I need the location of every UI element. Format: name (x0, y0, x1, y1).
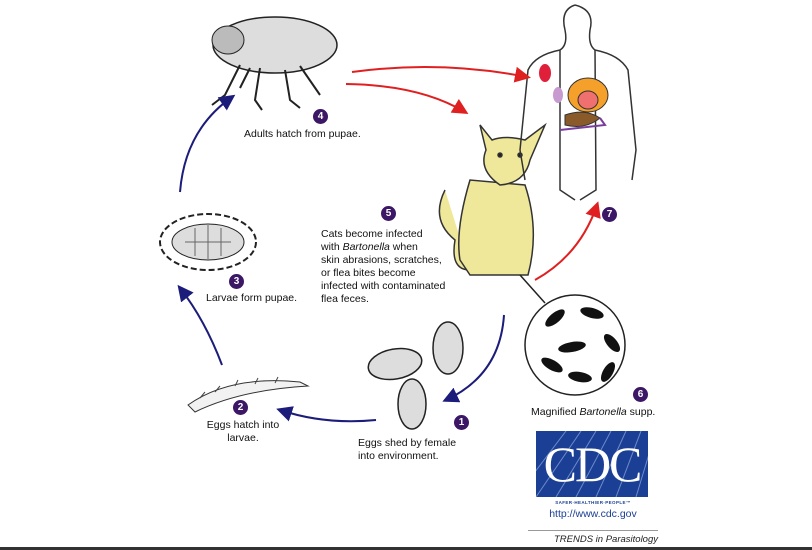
cdc-url-link[interactable]: http://www.cdc.gov (549, 508, 637, 520)
blue-lifecycle-arrows (177, 94, 505, 423)
step-5-with: with (321, 241, 343, 253)
step-badge-3: 3 (229, 274, 244, 289)
step-5-line-4: or flea bites become (321, 267, 416, 279)
adult-flea-illustration (211, 16, 338, 111)
step-2-line-1: Eggs hatch into (206, 419, 280, 431)
step-1-line-2: into environment. (358, 450, 439, 462)
bartonella-term: Bartonella (342, 241, 390, 253)
logo-rays (536, 431, 648, 497)
cdc-logo-text: CDC (543, 436, 643, 492)
step-6-label: Magnified Bartonella supp. (531, 406, 655, 419)
step-5-line-5: infected with contaminated (321, 280, 446, 292)
cat-illustration (438, 122, 547, 276)
step-6-suffix: supp. (626, 406, 656, 418)
step-2-line-2: larvae. (227, 432, 259, 444)
source-credit: TRENDS in Parasitology (528, 530, 658, 545)
pupa-illustration (159, 213, 257, 271)
step-5-line-1: Cats become infected (321, 228, 423, 240)
step-5-line-6: flea feces. (321, 293, 369, 305)
step-3-label: Larvae form pupae. (206, 292, 298, 304)
step-badge-4: 4 (313, 109, 328, 124)
step-1-line-1: Eggs shed by female (358, 437, 457, 449)
human-body-illustration (519, 4, 637, 201)
step-badge-6: 6 (633, 387, 648, 402)
eggs-illustration (367, 321, 464, 430)
cdc-tagline: SAFER·HEALTHIER·PEOPLE™ (555, 500, 631, 505)
larva-illustration (187, 376, 310, 413)
step-4-label: Adults hatch from pupae. (244, 128, 361, 140)
cdc-logo: CDC (536, 431, 648, 497)
red-transmission-arrows (345, 66, 601, 281)
magnified-bartonella-illustration (519, 274, 626, 396)
step-5-label: Cats become infected with Bartonella whe… (321, 228, 445, 306)
step-6-prefix: Magnified (531, 406, 580, 418)
bartonella-term: Bartonella (579, 406, 627, 418)
step-badge-2: 2 (233, 400, 248, 415)
bottom-border (0, 547, 812, 550)
step-badge-5: 5 (381, 206, 396, 221)
step-badge-7: 7 (602, 207, 617, 222)
step-5-line-3: skin abrasions, scratches, (321, 254, 442, 266)
step-5-when: when (389, 241, 418, 253)
step-badge-1: 1 (454, 415, 469, 430)
